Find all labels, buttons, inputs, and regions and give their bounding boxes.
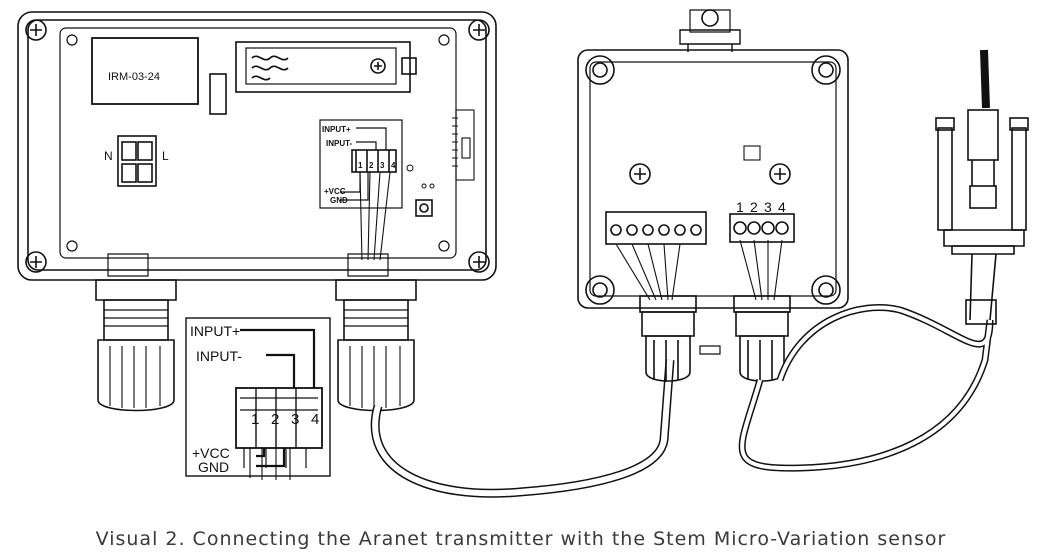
corner-screw — [25, 251, 47, 273]
corner-screw — [811, 55, 841, 85]
inset-input-plus-label: INPUT+ — [190, 323, 240, 339]
sensor-cable — [738, 304, 994, 472]
inset-gnd-label: GND — [198, 459, 229, 475]
power-module-label: IRM-03-24 — [108, 71, 160, 83]
sensor-pin-label: 3 — [764, 199, 772, 215]
corner-screw — [468, 19, 490, 41]
inset-pin-label: 1 — [251, 411, 259, 428]
inset-pin-label: 2 — [271, 411, 279, 428]
corner-screw — [25, 19, 47, 41]
small-pin-label: 2 — [369, 161, 374, 170]
sensor-gland-left — [641, 311, 695, 382]
power-terminal-l-label: L — [162, 149, 169, 163]
corner-screw — [585, 275, 615, 305]
small-pin-label: 1 — [358, 161, 363, 170]
stem-sensor-probe — [935, 49, 1029, 325]
small-pin-label: 3 — [380, 161, 385, 170]
corner-screw — [585, 55, 615, 85]
inset-pin-label: 3 — [291, 411, 299, 428]
sensor-pin-label: 1 — [736, 199, 744, 215]
sensor-pin-label: 4 — [778, 199, 786, 215]
corner-screw — [468, 251, 490, 273]
small-pin-label: 4 — [391, 161, 396, 170]
power-module — [91, 37, 199, 105]
cable-gland-left — [95, 279, 177, 412]
sensor-box — [577, 9, 849, 355]
sensor-pin-label: 2 — [750, 199, 758, 215]
small-gnd-label: GND — [330, 196, 348, 205]
corner-screw — [811, 275, 841, 305]
cable-gland-right — [335, 279, 417, 412]
power-terminal-block — [117, 135, 157, 187]
small-input-plus-label: INPUT+ — [322, 125, 351, 134]
transmitter-enclosure — [17, 11, 497, 281]
small-input-minus-label: INPUT- — [326, 139, 353, 148]
inset-pin-label: 4 — [311, 411, 319, 428]
power-terminal-n-label: N — [104, 149, 113, 163]
battery-holder — [235, 41, 417, 93]
inset-input-minus-label: INPUT- — [196, 348, 242, 364]
figure-caption: Visual 2. Connecting the Aranet transmit… — [95, 528, 947, 550]
wiring-diagram: IRM-03-24 N L INPUT+ INPUT- +VCC GND 1 2… — [17, 9, 1029, 498]
inset-terminal-frame — [185, 317, 331, 480]
inset-vcc-label: +VCC — [192, 445, 230, 461]
small-vcc-label: +VCC — [324, 187, 346, 196]
